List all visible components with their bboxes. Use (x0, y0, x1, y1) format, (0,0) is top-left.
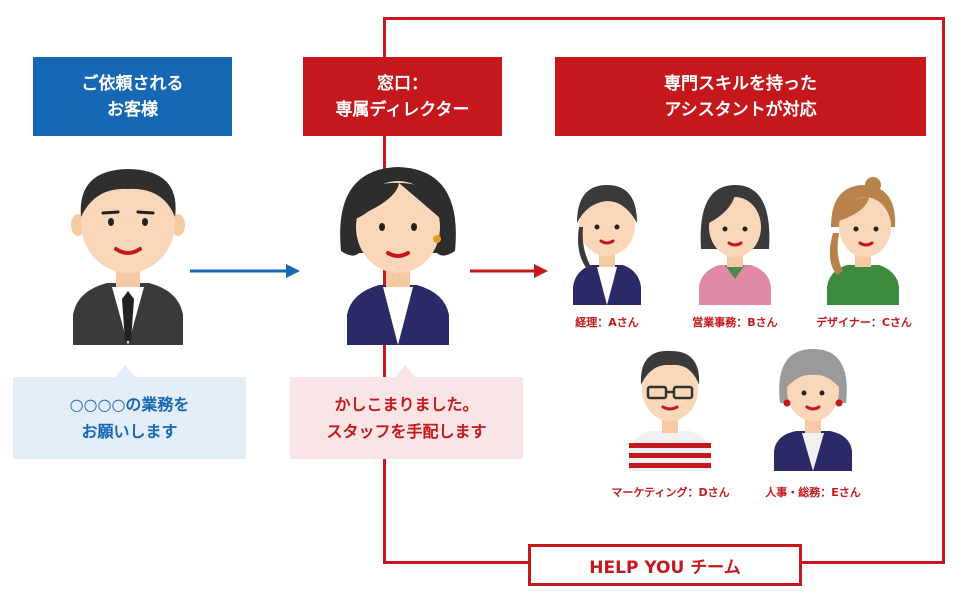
assistants-label-line-1: 専門スキルを持った (664, 73, 817, 94)
client-businessman-icon (63, 165, 193, 345)
man-glasses-icon (625, 347, 715, 471)
director-label-line-1: 窓口： (377, 73, 428, 94)
director-speech-line-1: かしこまりました。 (334, 395, 479, 414)
help-you-team-label: HELP YOU チーム (528, 544, 802, 586)
client-bubble-tail (115, 365, 135, 377)
arrow-client-to-director (190, 261, 302, 281)
director-label: 窓口： 専属ディレクター (303, 57, 502, 136)
assistants-label: 専門スキルを持った アシスタントが対応 (555, 57, 926, 136)
member-c-role: デザイナー：Cさん (816, 316, 912, 329)
director-bubble-tail (395, 365, 415, 377)
elderly-woman-icon (770, 347, 856, 471)
client-label-line-1: ご依頼される (81, 73, 184, 94)
client-label-line-2: お客様 (107, 99, 158, 120)
woman-green-top-icon (823, 177, 903, 305)
director-label-line-2: 専属ディレクター (335, 99, 470, 120)
member-d-role: マーケティング：Dさん (611, 486, 730, 499)
director-woman-icon (333, 165, 463, 345)
member-a-role: 経理：Aさん (575, 316, 639, 329)
client-speech-line-1: ○○○○の業務を (69, 395, 190, 414)
client-speech-bubble: ○○○○の業務を お願いします (13, 377, 246, 459)
client-label: ご依頼される お客様 (33, 57, 232, 136)
member-e-role: 人事・総務：Eさん (765, 486, 861, 499)
member-b-role: 営業事務：Bさん (692, 316, 778, 329)
client-speech-line-2: お願いします (81, 422, 178, 441)
woman-pink-shirt-icon (695, 183, 775, 305)
director-speech-line-2: スタッフを手配します (326, 422, 487, 441)
assistants-label-line-2: アシスタントが対応 (664, 99, 817, 120)
director-speech-bubble: かしこまりました。 スタッフを手配します (290, 377, 523, 459)
arrow-director-to-assistants (470, 261, 550, 281)
woman-navy-jacket-icon (567, 183, 647, 305)
